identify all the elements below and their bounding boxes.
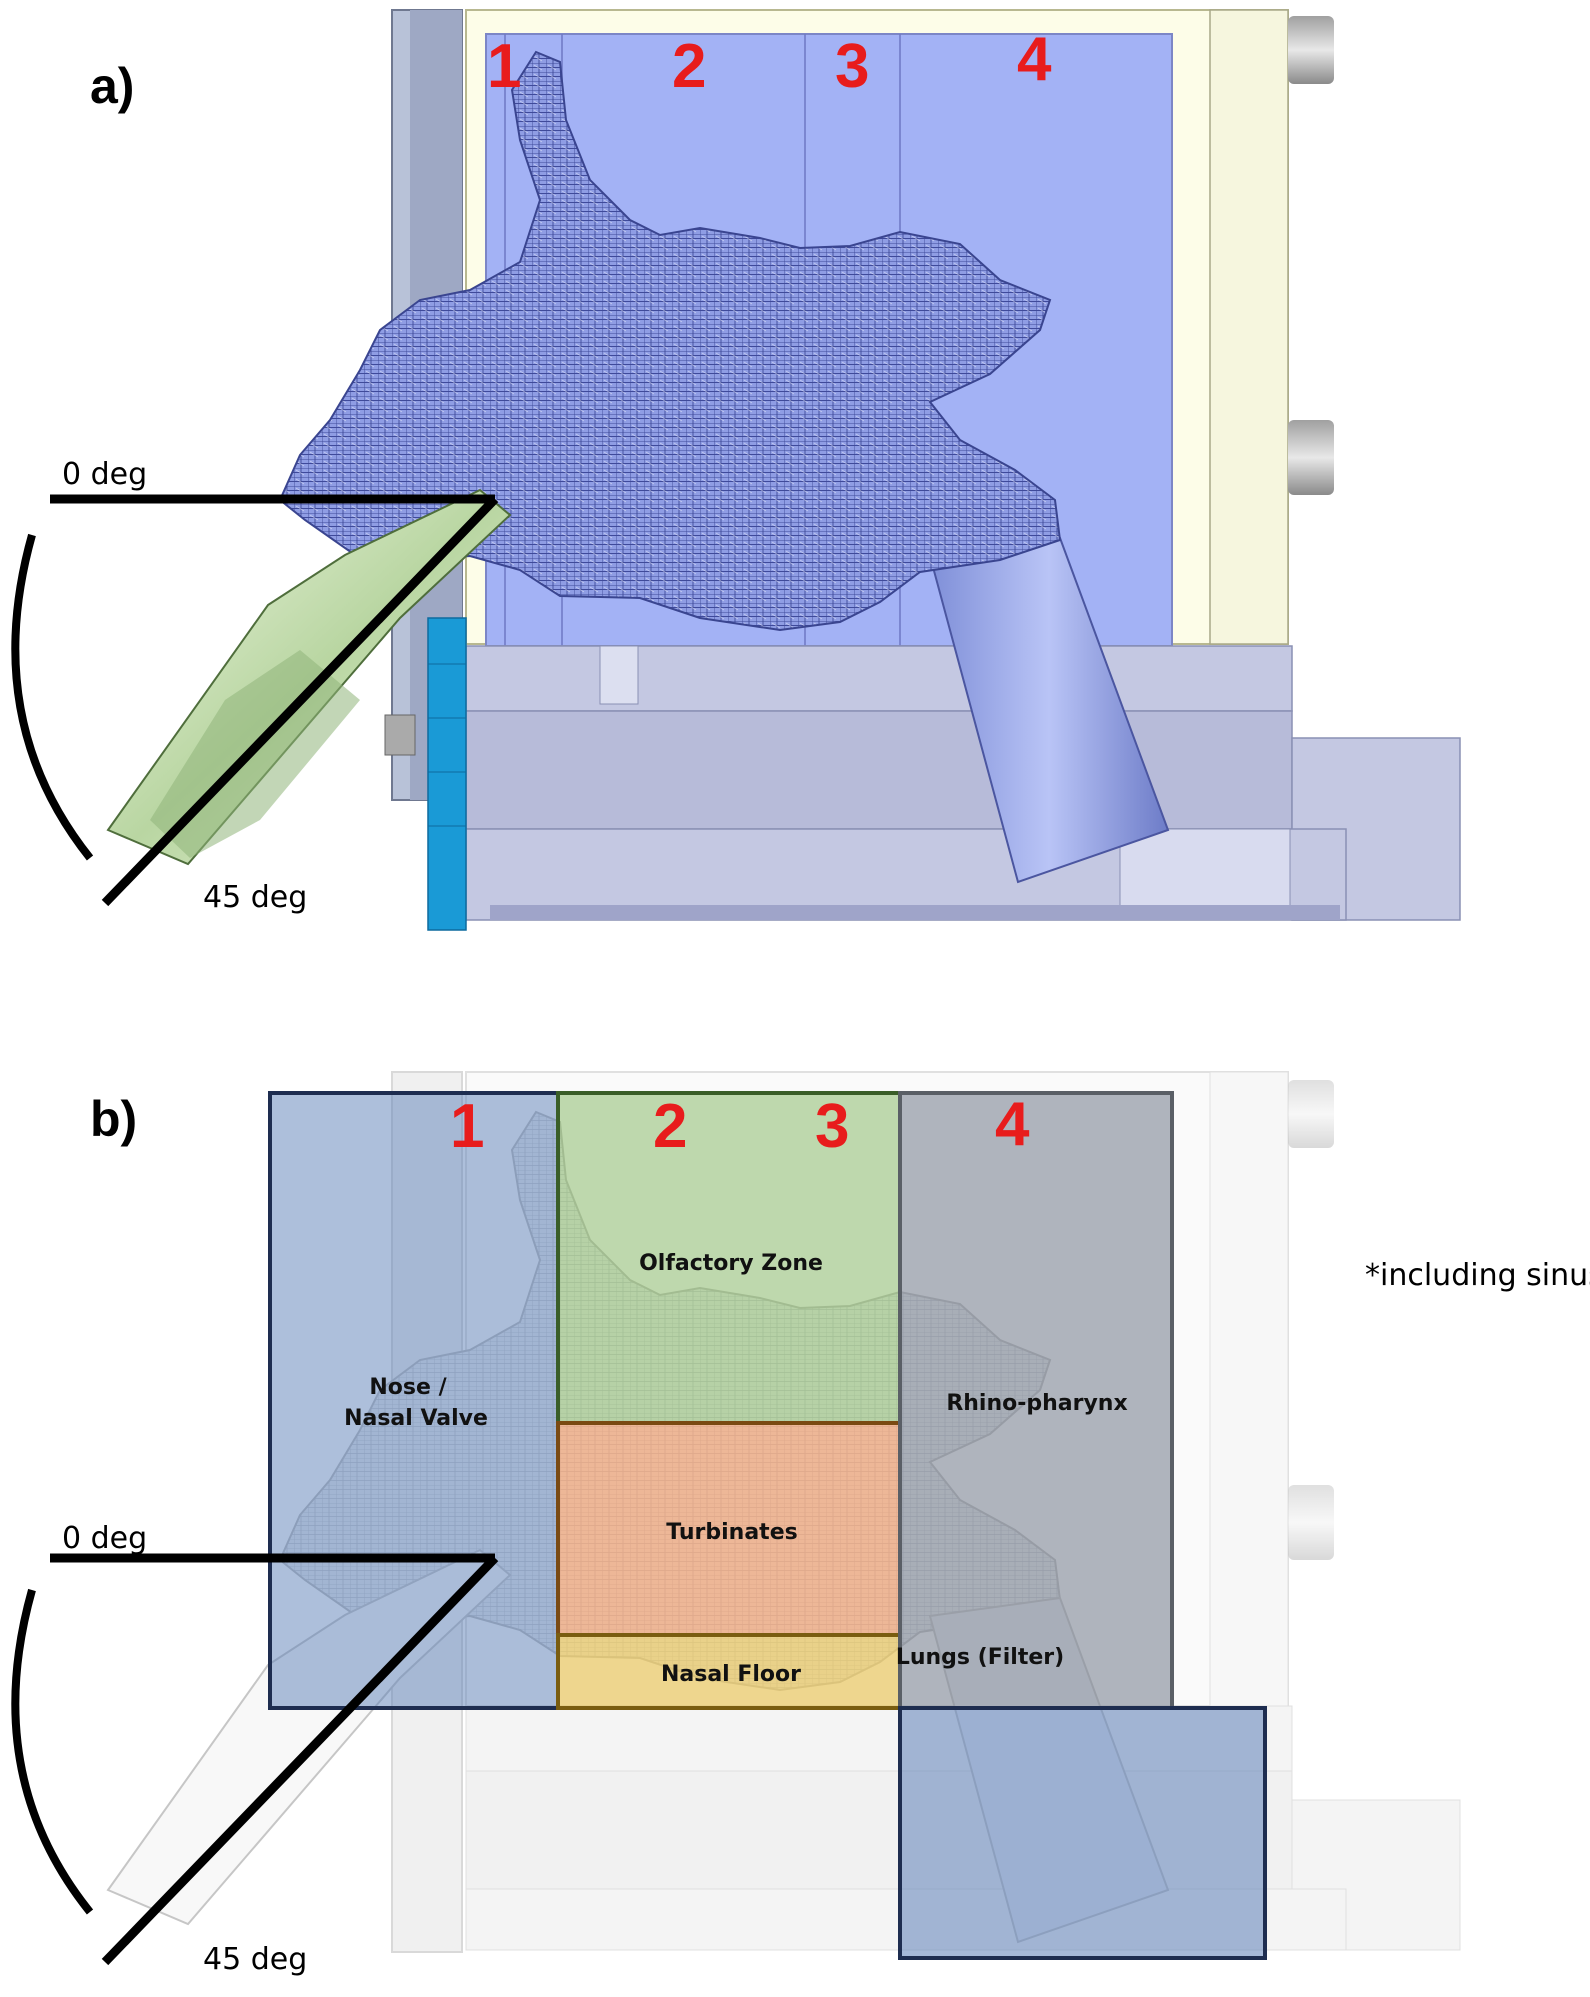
angle-arc-b	[11, 1588, 94, 1915]
region-nose-nasal-valve	[268, 1091, 560, 1710]
panel-b-label: b)	[90, 1091, 137, 1147]
region-lungs-filter	[898, 1706, 1267, 1960]
panel-a: a)	[11, 9, 1461, 931]
sinus-note: *including sinus	[1365, 1258, 1590, 1293]
region-nasal-floor	[556, 1633, 902, 1710]
zone-number-2: 2	[672, 32, 706, 101]
side-blue-strip	[427, 617, 467, 931]
peg-top	[1288, 16, 1334, 84]
fortyfive-deg-line	[101, 495, 499, 907]
zone-number-3: 3	[835, 32, 869, 101]
angle-indicator-a: 0 deg 45 deg	[11, 457, 499, 915]
zone-number-b-3: 3	[815, 1092, 849, 1161]
fortyfive-deg-label: 45 deg	[203, 880, 307, 915]
zone-number-4: 4	[1017, 25, 1052, 94]
label-nasal-floor: Nasal Floor	[661, 1662, 801, 1687]
panel-b: b) Nose / Nasal Valve Olfactory Zon	[11, 1071, 1590, 1977]
zone-numbers-a: 1 2 3 4	[487, 25, 1052, 101]
label-nose-line1: Nose /	[369, 1375, 447, 1400]
label-nose-line2: Nasal Valve	[344, 1406, 488, 1431]
zone-numbers-b: 1 2 3 4	[450, 1090, 1030, 1161]
label-turbinates: Turbinates	[666, 1520, 797, 1545]
label-lungs-filter: Lungs (Filter)	[896, 1645, 1064, 1670]
label-olfactory-zone: Olfactory Zone	[639, 1251, 823, 1276]
angle-indicator-b: 0 deg 45 deg	[11, 1521, 499, 1977]
region-turbinates	[556, 1421, 902, 1637]
fortyfive-deg-label-b: 45 deg	[203, 1942, 307, 1977]
zone-number-1: 1	[487, 32, 521, 101]
nasal-cavity-mesh	[278, 50, 1062, 632]
zone-number-b-1: 1	[450, 1092, 484, 1161]
label-rhino-pharynx: Rhino-pharynx	[946, 1391, 1127, 1416]
angle-arc	[11, 533, 94, 861]
fortyfive-deg-line-b	[101, 1554, 499, 1966]
region-labels: Nose / Nasal Valve Olfactory Zone Turbin…	[344, 1251, 1128, 1687]
apparatus-base	[427, 617, 1461, 931]
zone-number-b-2: 2	[653, 1092, 687, 1161]
zone-number-b-4: 4	[995, 1090, 1030, 1159]
zero-deg-label: 0 deg	[62, 457, 147, 492]
peg-middle	[1288, 420, 1334, 495]
panel-a-label: a)	[90, 58, 134, 114]
region-olfactory-zone	[556, 1091, 902, 1425]
zero-deg-label-b: 0 deg	[62, 1521, 147, 1556]
